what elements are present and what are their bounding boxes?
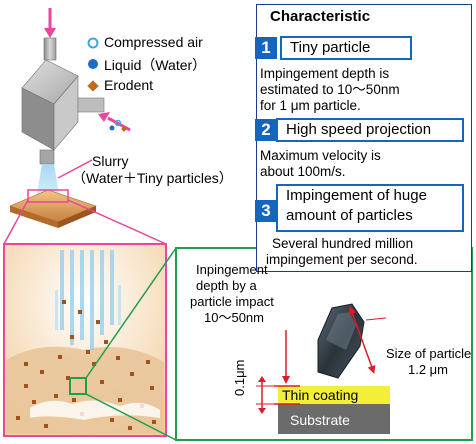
particle-size-value: 1.2 μm bbox=[408, 362, 449, 377]
impingement-label-1: Inpingement bbox=[196, 262, 268, 277]
spray-jet bbox=[36, 164, 60, 200]
feature-1-desc-2: estimated to 10～50nm bbox=[260, 82, 400, 97]
feature-1-number: 1 bbox=[255, 37, 277, 59]
compressed-air-arrow bbox=[44, 8, 56, 38]
compressed-air-icon bbox=[87, 37, 99, 49]
feature-1-desc-1: Impingement depth is bbox=[260, 66, 390, 81]
feature-3-desc-1: Several hundred million bbox=[272, 236, 414, 251]
zoom-connector-magenta bbox=[3, 189, 167, 245]
feature-2-desc-2: about 100m/s. bbox=[260, 164, 346, 179]
feature-3-desc-2: impingement per second. bbox=[266, 252, 418, 267]
impingement-label-2: depth by a bbox=[196, 278, 257, 293]
coating-thickness-label: 0.1μm bbox=[232, 359, 247, 396]
slurry-composition: （Water＋Tiny particles） bbox=[72, 170, 233, 186]
feature-2-number: 2 bbox=[255, 119, 277, 141]
thin-coating-layer bbox=[278, 386, 390, 404]
erodent-icon bbox=[87, 80, 99, 92]
feature-1-box: Tiny particle bbox=[280, 36, 412, 60]
legend-erodent: Erodent bbox=[104, 77, 154, 93]
spray-gun bbox=[21, 37, 105, 165]
feature-2-desc-1: Maximum velocity is bbox=[260, 148, 381, 163]
thin-coating-label: Thin coating bbox=[282, 387, 359, 403]
feature-2-title: High speed projection bbox=[286, 121, 432, 138]
zoom-connector-green bbox=[85, 247, 177, 441]
impingement-label-3: particle impact bbox=[190, 294, 274, 309]
feature-3-title-2: amount of particles bbox=[286, 207, 413, 224]
slurry-label: Slurry bbox=[92, 153, 129, 169]
slurry-callout-line bbox=[57, 159, 93, 179]
feature-1-title: Tiny particle bbox=[290, 39, 371, 56]
feature-2-box: High speed projection bbox=[276, 118, 464, 142]
characteristic-title: Characteristic bbox=[270, 8, 371, 25]
feature-3-box: Impingement of huge amount of particles bbox=[276, 184, 464, 232]
impingement-depth-value: 10～50nm bbox=[204, 310, 264, 325]
spray-zoom-panel bbox=[3, 243, 167, 437]
feature-3-title-1: Impingement of huge bbox=[286, 187, 427, 204]
particle-size-label: Size of particle bbox=[386, 346, 472, 361]
substrate-label: Substrate bbox=[290, 412, 350, 428]
feature-3-number: 3 bbox=[255, 200, 277, 222]
side-input-arrow bbox=[98, 112, 131, 132]
feature-1-desc-3: for 1 μm particle. bbox=[260, 98, 361, 113]
legend-liquid: Liquid（Water） bbox=[104, 57, 207, 73]
substrate-layer bbox=[278, 404, 390, 434]
legend-compressed-air: Compressed air bbox=[104, 34, 203, 50]
liquid-icon bbox=[88, 59, 98, 69]
